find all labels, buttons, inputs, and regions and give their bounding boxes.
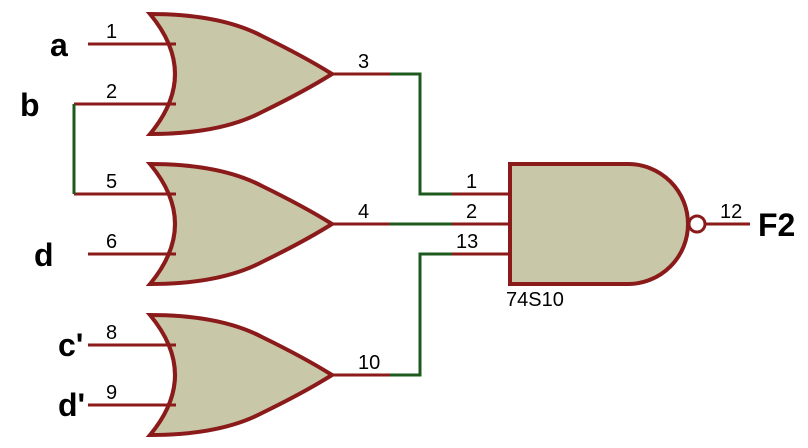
or-gate-2-body — [145, 161, 336, 287]
or-gate-2: 5 6 4 — [74, 161, 390, 287]
input-label-c-prime: c' — [58, 327, 83, 363]
input-label-d: d — [34, 237, 54, 273]
wire-or1-to-nand — [390, 72, 452, 196]
nand-gate-pin-13-label: 13 — [456, 231, 478, 253]
wires — [72, 72, 452, 377]
or-gate-1-pin-2-label: 2 — [106, 81, 117, 103]
or-gate-3-body — [145, 312, 336, 438]
nand-gate-inversion-bubble — [687, 214, 707, 234]
nand-gate-pin-2-label: 2 — [466, 201, 477, 223]
or-gate-3-pin-10-label: 10 — [358, 352, 380, 374]
nand-gate: 1 2 13 12 74S10 — [452, 162, 750, 311]
or-gate-1-body — [145, 11, 336, 137]
part-number-label: 74S10 — [506, 289, 564, 311]
or-gate-1-pin-1-label: 1 — [106, 21, 117, 43]
or-gate-3: 8 9 10 — [88, 312, 390, 438]
output-label-f2: F2 — [758, 207, 795, 243]
nand-gate-body — [508, 162, 690, 286]
nand-gate-pin-12-label: 12 — [720, 201, 742, 223]
nand-gate-pin-1-label: 1 — [466, 171, 477, 193]
input-label-a: a — [50, 27, 68, 63]
wire-or3-to-nand — [390, 252, 452, 377]
or-gate-2-pin-5-label: 5 — [106, 171, 117, 193]
or-gate-2-pin-4-label: 4 — [358, 201, 369, 223]
or-gate-3-pin-8-label: 8 — [106, 322, 117, 344]
or-gate-2-pin-6-label: 6 — [106, 231, 117, 253]
input-label-b: b — [20, 87, 40, 123]
or-gate-1-pin-3-label: 3 — [358, 51, 369, 73]
or-gate-3-pin-9-label: 9 — [106, 382, 117, 404]
input-label-d-prime: d' — [58, 387, 85, 423]
or-gate-1: 1 2 3 — [74, 11, 390, 137]
